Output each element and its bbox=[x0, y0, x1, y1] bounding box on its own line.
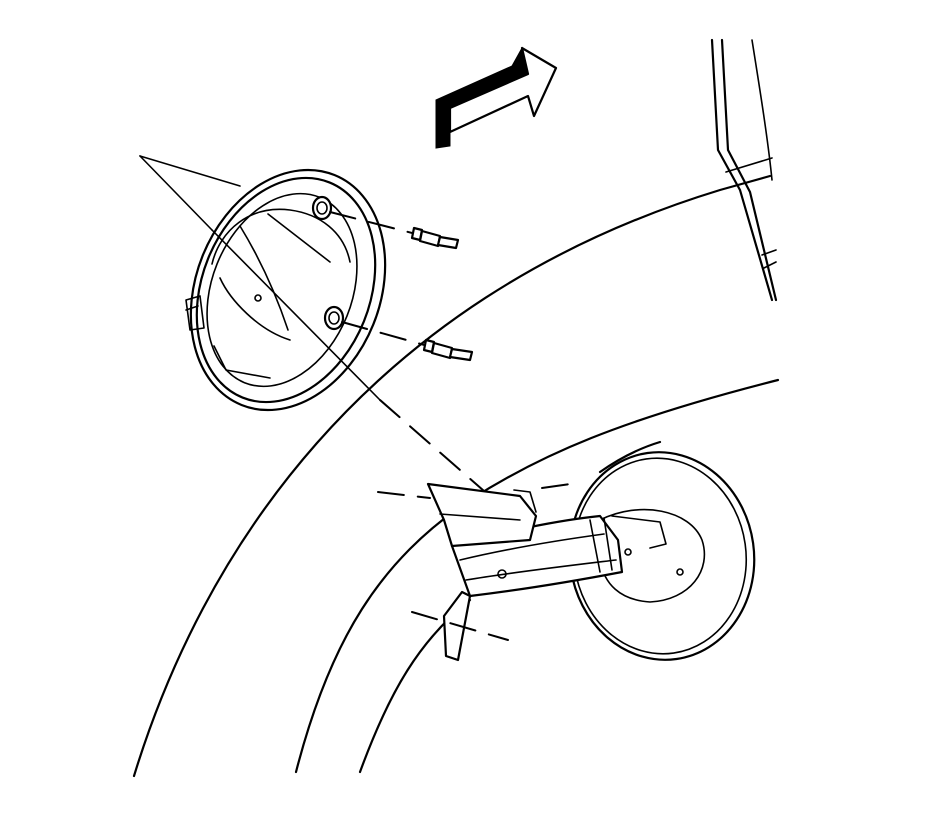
fuel-door-housing-icon bbox=[185, 168, 387, 412]
body-panel-lines bbox=[132, 38, 780, 778]
fastener-lower-icon bbox=[341, 321, 474, 362]
forward-direction-arrow-icon bbox=[435, 46, 558, 149]
fastener-upper-icon bbox=[329, 211, 460, 250]
fuel-door-hinge-icon bbox=[377, 451, 756, 662]
